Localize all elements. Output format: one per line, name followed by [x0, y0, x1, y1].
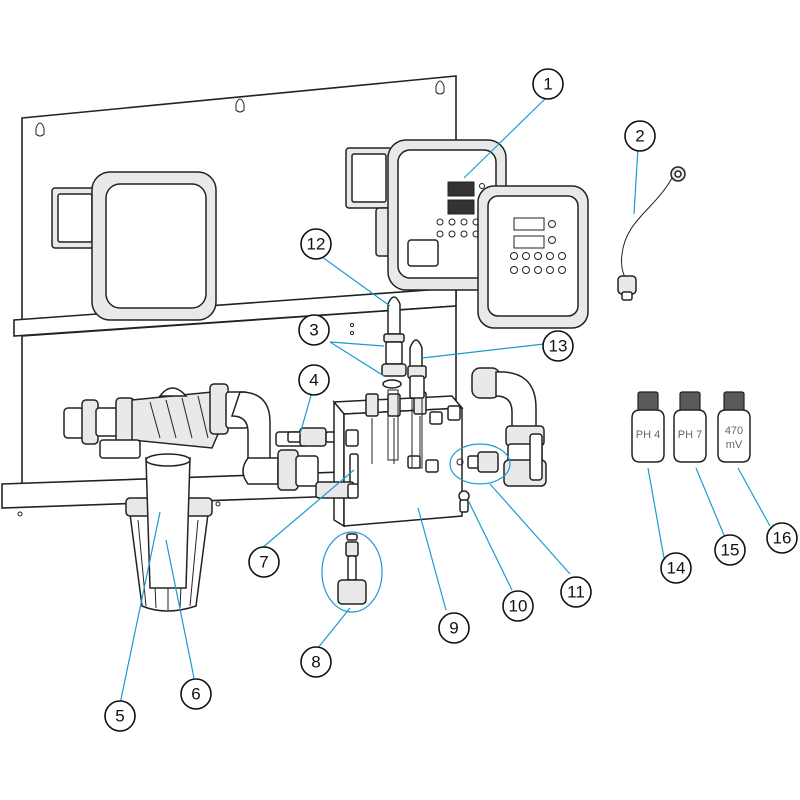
- small-plug: [458, 490, 470, 513]
- svg-text:11: 11: [567, 583, 585, 602]
- left-valve-assembly: [63, 383, 271, 473]
- inner-button-grid: [436, 183, 485, 238]
- callout-16: 16: [766, 522, 798, 554]
- svg-text:5: 5: [115, 707, 124, 726]
- svg-text:15: 15: [721, 541, 740, 560]
- bottle-label-ph4: PH 4: [636, 429, 660, 441]
- svg-text:3: 3: [309, 321, 318, 340]
- left-enclosure: [51, 171, 217, 321]
- bottle-label-470: 470: [725, 425, 743, 437]
- callout-2: 2: [624, 120, 656, 152]
- svg-text:8: 8: [311, 653, 320, 672]
- svg-text:4: 4: [309, 371, 318, 390]
- callout-13: 13: [542, 330, 574, 362]
- callout-5: 5: [104, 700, 136, 732]
- callout-4: 4: [298, 364, 330, 396]
- callout-11: 11: [560, 576, 592, 608]
- leader-lines: [119, 95, 771, 705]
- svg-text:2: 2: [635, 127, 644, 146]
- control-unit-open-box: [345, 139, 507, 291]
- callout-8: 8: [300, 646, 332, 678]
- buffer-bottle-ph4: PH 4: [631, 391, 665, 463]
- probe-13: [407, 339, 427, 469]
- probe-12: [381, 296, 407, 461]
- svg-text:13: 13: [549, 337, 568, 356]
- bottle-label-ph7: PH 7: [678, 429, 702, 441]
- callout-10: 10: [502, 590, 534, 622]
- control-unit-front-cover: [477, 185, 589, 329]
- front-keypad: [510, 252, 566, 274]
- callout-9: 9: [438, 612, 470, 644]
- injection-valve: [321, 531, 383, 613]
- callout-6: 6: [180, 678, 212, 710]
- svg-text:12: 12: [307, 235, 326, 254]
- bottle-label-mv: mV: [726, 439, 743, 451]
- callout-3: 3: [298, 314, 330, 346]
- svg-text:16: 16: [773, 529, 792, 548]
- callout-15: 15: [714, 534, 746, 566]
- buffer-bottle-ph7: PH 7: [673, 391, 707, 463]
- callout-7: 7: [248, 546, 280, 578]
- svg-text:14: 14: [667, 559, 686, 578]
- callout-14: 14: [660, 552, 692, 584]
- sensor-holder: [449, 443, 511, 485]
- svg-text:1: 1: [543, 75, 552, 94]
- callout-1: 1: [532, 68, 564, 100]
- svg-text:7: 7: [259, 553, 268, 572]
- svg-text:6: 6: [191, 685, 200, 704]
- hose-fitting: [287, 427, 337, 447]
- svg-text:9: 9: [449, 619, 458, 638]
- right-elbow-assembly: [471, 367, 547, 487]
- probe-manifold-block: [315, 391, 464, 528]
- callout-12: 12: [300, 228, 332, 260]
- sensor-cable: [617, 166, 686, 301]
- svg-text:10: 10: [509, 597, 528, 616]
- buffer-bottle-470mv: 470 mV: [717, 391, 751, 463]
